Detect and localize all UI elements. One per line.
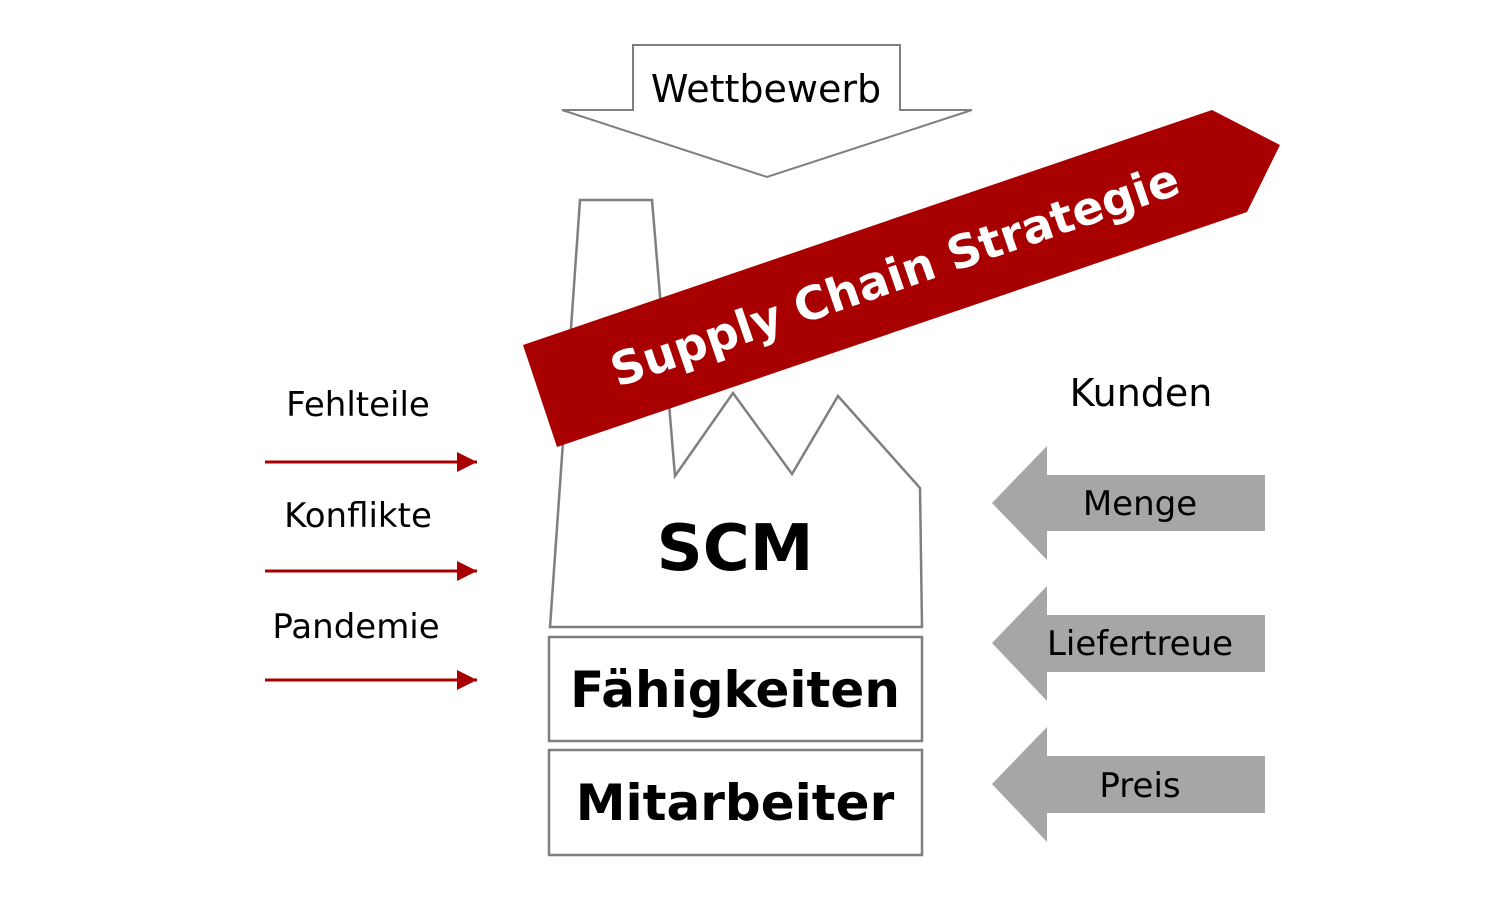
competition-label: Wettbewerb — [651, 67, 881, 111]
strategy-banner-label: Supply Chain Strategie — [604, 152, 1187, 398]
customer-factor-label: Preis — [1099, 766, 1180, 806]
employees-layer — [547, 748, 924, 857]
left-factors: Fehlteile Konflikte Pandemie — [265, 385, 477, 690]
customer-factor-arrow — [992, 446, 1265, 560]
customer-factor-arrow — [992, 586, 1265, 701]
employees-label: Mitarbeiter — [576, 774, 895, 832]
factory: SCM Fähigkeiten Mitarbeiter — [547, 198, 924, 857]
left-factor-label: Konflikte — [284, 496, 432, 536]
factory-core-label: SCM — [657, 512, 814, 586]
competition-arrow: Wettbewerb — [561, 44, 973, 179]
customer-factor-label: Liefertreue — [1047, 624, 1233, 664]
customer-factor-label: Menge — [1083, 484, 1197, 524]
capabilities-layer — [547, 635, 924, 743]
customers-heading: Kunden — [1070, 371, 1213, 415]
strategy-banner-shape — [523, 110, 1280, 447]
right-factors: Kunden Menge Liefertreue Preis — [992, 371, 1265, 842]
left-factor-label: Fehlteile — [286, 385, 430, 425]
left-factor-label: Pandemie — [272, 607, 439, 647]
customer-factor-arrow — [992, 727, 1265, 842]
competition-arrow-shape — [561, 44, 973, 179]
capabilities-label: Fähigkeiten — [570, 661, 900, 719]
